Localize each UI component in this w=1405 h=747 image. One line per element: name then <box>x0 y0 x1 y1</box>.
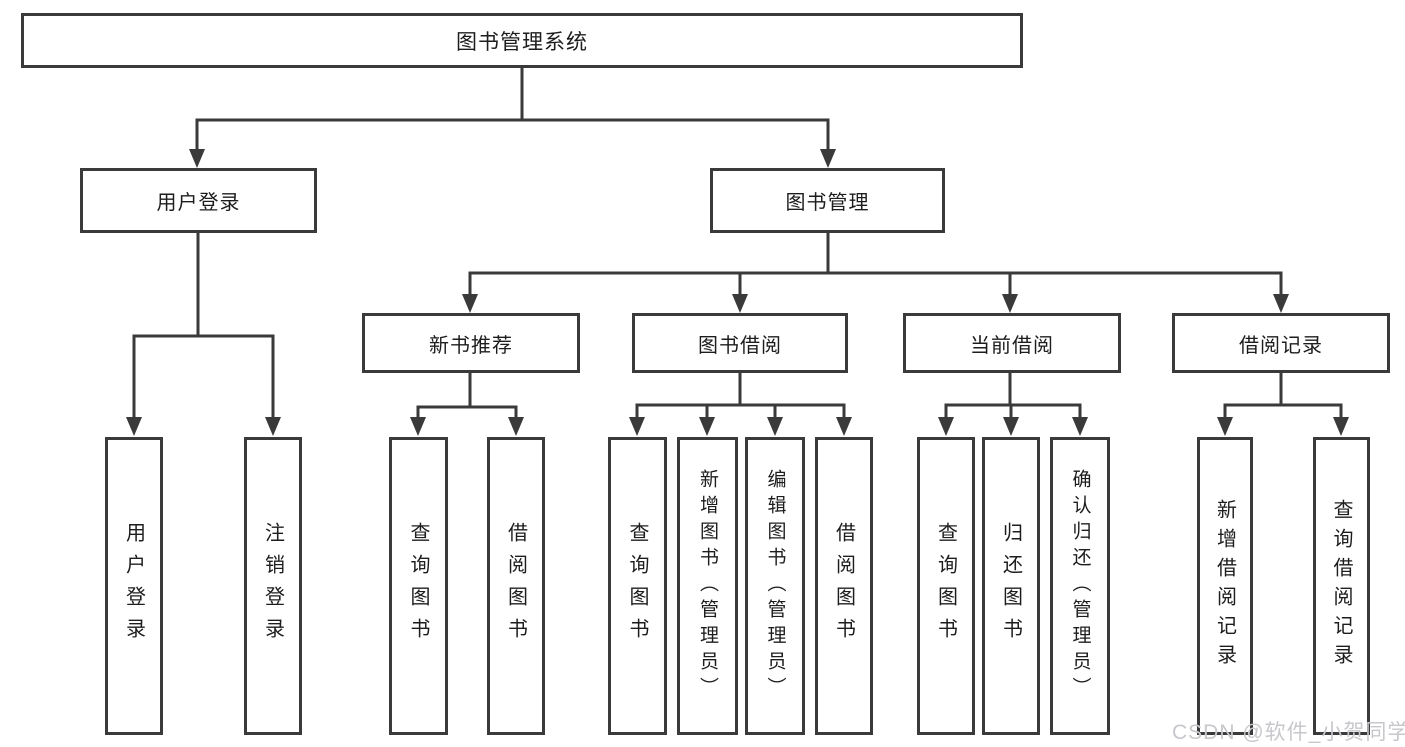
leaf-query-books-current-label: 查询图书 <box>934 522 957 650</box>
arrow-down-icon <box>1333 417 1349 436</box>
node-new-books: 新书推荐 <box>362 313 580 373</box>
arrow-down-icon <box>767 417 783 436</box>
leaf-return-book-label: 归还图书 <box>999 522 1022 650</box>
leaf-query-borrow-record: 查询借阅记录 <box>1313 437 1370 735</box>
connector-currentborrow-to-leaves <box>944 373 1082 419</box>
leaf-logout-label: 注销登录 <box>261 522 284 650</box>
node-borrow-records-label: 借阅记录 <box>1239 334 1323 357</box>
leaf-confirm-return-admin: 确认归还（管理员） <box>1050 437 1110 735</box>
node-current-borrow-label: 当前借阅 <box>970 334 1054 357</box>
node-user-login-group: 用户登录 <box>80 168 317 233</box>
arrow-down-icon <box>508 417 524 436</box>
leaf-borrow-books-newbooks-label: 借阅图书 <box>504 522 527 650</box>
leaf-query-borrow-record-label: 查询借阅记录 <box>1330 499 1352 673</box>
arrow-down-icon <box>1273 294 1289 313</box>
leaf-query-books-newbooks-label: 查询图书 <box>407 522 429 650</box>
leaf-user-login: 用户登录 <box>105 437 163 735</box>
leaf-user-login-label: 用户登录 <box>122 522 145 650</box>
arrow-down-icon <box>629 417 645 436</box>
arrow-down-icon <box>189 149 205 168</box>
connector-newbooks-to-leaves <box>416 373 518 419</box>
leaf-query-books-newbooks: 查询图书 <box>389 437 448 735</box>
leaf-add-borrow-record: 新增借阅记录 <box>1197 437 1253 735</box>
node-borrow-records: 借阅记录 <box>1172 313 1390 373</box>
arrow-down-icon <box>265 417 281 436</box>
arrow-down-icon <box>836 417 852 436</box>
node-root: 图书管理系统 <box>21 13 1023 68</box>
leaf-logout: 注销登录 <box>244 437 302 735</box>
arrowheads <box>126 149 1349 436</box>
node-user-login-group-label: 用户登录 <box>156 192 241 214</box>
arrow-down-icon <box>1003 417 1019 436</box>
connector-userlogin-to-leaves <box>132 233 275 419</box>
connector-root-to-level2 <box>195 68 830 150</box>
connector-bookmgmt-to-level3 <box>468 233 1283 295</box>
node-book-borrow: 图书借阅 <box>632 313 848 373</box>
connector-records-to-leaves <box>1223 373 1343 419</box>
leaf-add-book-admin-label: 新增图书（管理员） <box>697 469 718 703</box>
arrow-down-icon <box>820 149 836 168</box>
connector-bookborrow-to-leaves <box>635 373 846 419</box>
arrow-down-icon <box>126 417 142 436</box>
arrow-down-icon <box>938 417 954 436</box>
watermark: CSDN @软件_小贺同学 <box>1172 721 1405 744</box>
leaf-query-books-borrow: 查询图书 <box>608 437 667 735</box>
arrow-down-icon <box>1072 417 1088 436</box>
node-book-mgmt-group: 图书管理 <box>710 168 945 233</box>
arrow-down-icon <box>1002 294 1018 313</box>
arrow-down-icon <box>699 417 715 436</box>
arrow-down-icon <box>732 294 748 313</box>
node-current-borrow: 当前借阅 <box>903 313 1121 373</box>
leaf-return-book: 归还图书 <box>982 437 1040 735</box>
leaf-confirm-return-admin-label: 确认归还（管理员） <box>1069 469 1091 703</box>
leaf-borrow-books-borrow: 借阅图书 <box>815 437 873 735</box>
node-book-borrow-label: 图书借阅 <box>698 334 782 357</box>
leaf-add-borrow-record-label: 新增借阅记录 <box>1213 499 1236 673</box>
arrow-down-icon <box>462 294 478 313</box>
leaf-borrow-books-borrow-label: 借阅图书 <box>832 522 855 650</box>
node-root-label: 图书管理系统 <box>456 30 588 54</box>
leaf-edit-book-admin-label: 编辑图书（管理员） <box>764 469 786 703</box>
arrow-down-icon <box>1217 417 1233 436</box>
leaf-query-books-borrow-label: 查询图书 <box>626 522 648 650</box>
leaf-edit-book-admin: 编辑图书（管理员） <box>745 437 805 735</box>
node-book-mgmt-group-label: 图书管理 <box>785 192 870 214</box>
node-new-books-label: 新书推荐 <box>429 334 513 357</box>
leaf-add-book-admin: 新增图书（管理员） <box>677 437 738 735</box>
leaf-borrow-books-newbooks: 借阅图书 <box>487 437 545 735</box>
leaf-query-books-current: 查询图书 <box>917 437 975 735</box>
arrow-down-icon <box>410 417 426 436</box>
